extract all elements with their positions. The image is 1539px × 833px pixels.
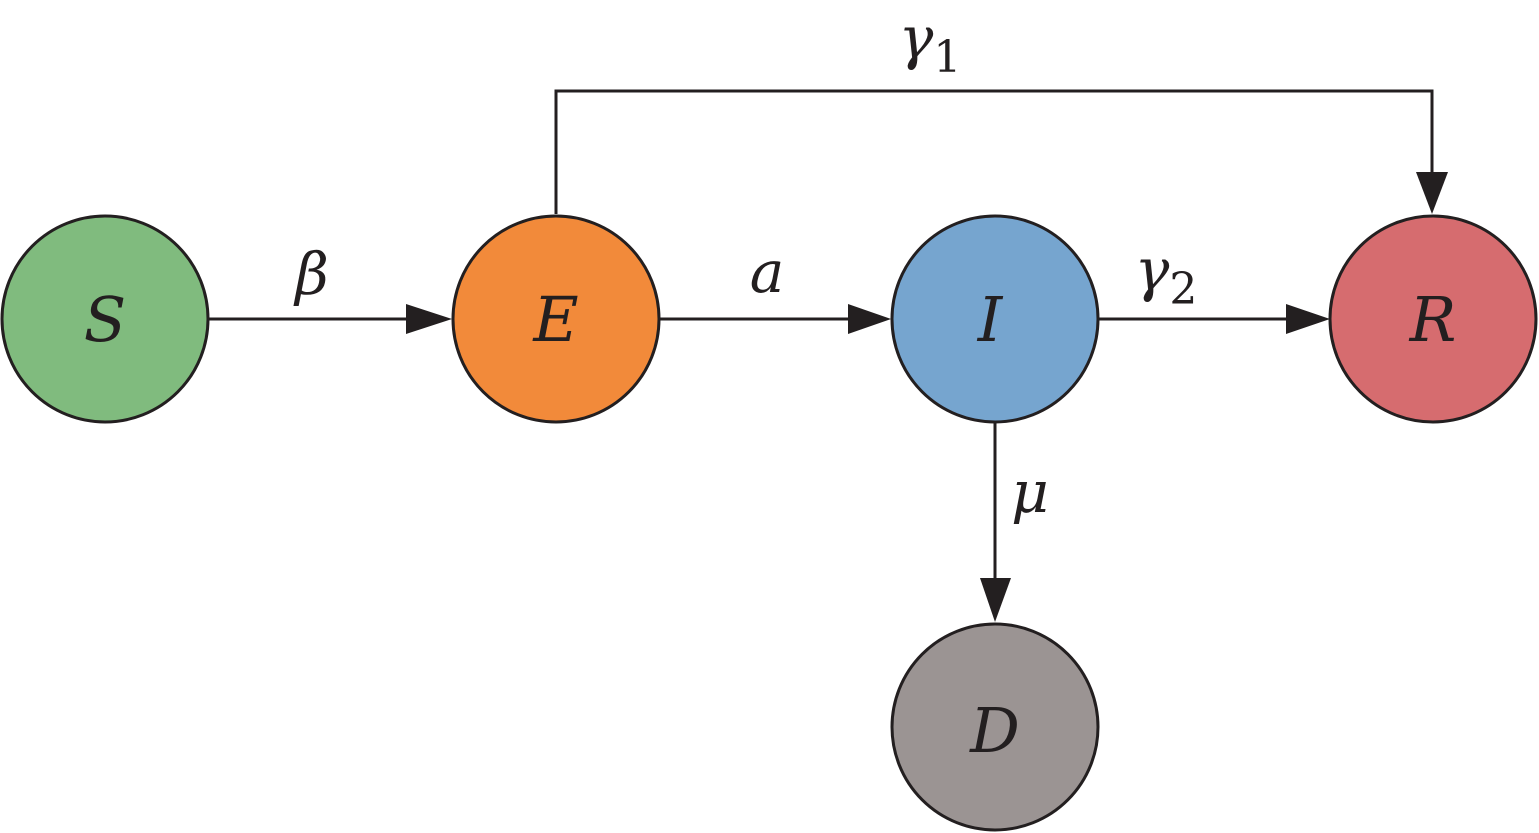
edge-i-to-d: μ: [980, 423, 1049, 622]
node-s-circle: [0, 214, 210, 424]
edge-label-s-e: β: [293, 240, 329, 308]
node-i-label: I: [977, 283, 1004, 356]
node-r-label: R: [1409, 283, 1457, 356]
arrowhead-i-to-r: [1286, 304, 1330, 334]
arrowhead-e-to-i: [848, 304, 891, 334]
edge-e-to-r: γ1: [554, 4, 1448, 214]
node-s-label: S: [84, 283, 126, 356]
node-d-circle: [890, 622, 1100, 832]
node-i-circle: [890, 214, 1100, 424]
node-e-circle: [451, 214, 661, 424]
arrowhead-s-to-e: [406, 304, 452, 334]
node-d: D: [890, 622, 1100, 832]
arrowhead-e-to-r: [1416, 172, 1448, 214]
node-d-label: D: [969, 694, 1020, 767]
node-e-label: E: [532, 283, 578, 356]
node-e: E: [451, 214, 661, 424]
edge-s-to-e: β: [209, 240, 452, 334]
node-r-circle: [1328, 214, 1538, 424]
edge-i-to-r: γ2: [1098, 236, 1330, 334]
edge-label-e-i: a: [750, 238, 785, 306]
edge-e-to-i: a: [660, 238, 891, 334]
edge-label-i-r: γ2: [1135, 236, 1198, 315]
node-s: S: [0, 214, 210, 424]
node-i: I: [890, 214, 1100, 424]
edge-label-i-d: μ: [1011, 458, 1049, 526]
node-r: R: [1328, 214, 1538, 424]
arrowhead-i-to-d: [980, 578, 1011, 622]
edge-label-e-r: γ1: [899, 4, 962, 83]
